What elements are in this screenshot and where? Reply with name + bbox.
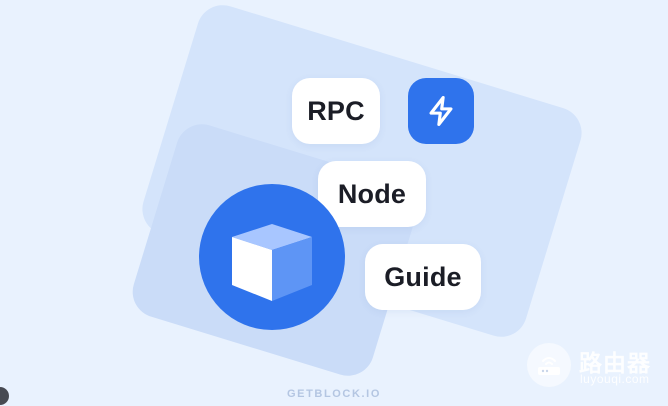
guide-label: Guide [384,261,462,292]
router-icon [538,357,560,375]
rpc-card: RPC [292,78,380,144]
rpc-label: RPC [307,95,365,126]
node-label: Node [337,178,407,209]
lightning-bolt-icon [429,95,453,127]
watermark-badge [527,343,571,387]
guide-card: Guide [365,244,481,310]
node-card: Node [318,161,426,227]
brand-label: GETBLOCK.IO [287,388,381,400]
cube-icon [232,224,312,301]
corner-dot [0,387,9,405]
bolt-tile [408,78,474,144]
watermark-title: 路由器 [579,351,651,377]
watermark: 路由器 luyouqi.com [527,343,668,389]
watermark-url: luyouqi.com [580,372,650,386]
